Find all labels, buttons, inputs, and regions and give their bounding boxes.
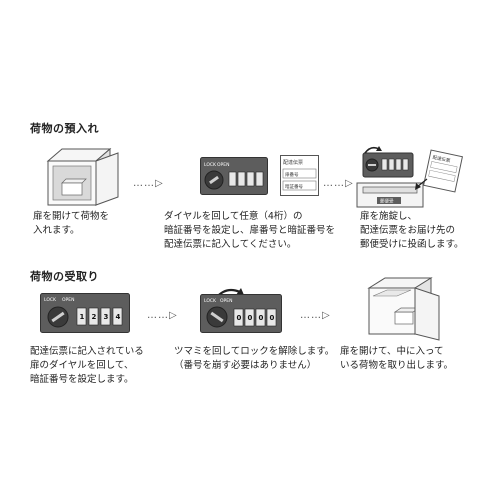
lock-label: LOCK (44, 297, 57, 303)
deposit-step2-caption: ダイヤルを回して任意（4桁）の 暗証番号を設定し、扉番号と暗証番号を 配達伝票に… (164, 211, 336, 250)
mail-slot-label: 郵便受 (380, 198, 394, 205)
open-box-retrieve-illustration (367, 277, 440, 341)
delivery-slip-illustration: 配達伝票 扉番号 暗証番号 (280, 155, 319, 196)
arrow-connector: ……▷ (147, 310, 178, 321)
pickup-step3-caption: 扉を開けて、中に入って いる荷物を取り出します。 (340, 346, 454, 371)
dial-lock-set-illustration: LOCK OPEN 1 2 3 4 (40, 293, 130, 333)
slip-title: 配達伝票 (283, 159, 303, 166)
package-icon (394, 311, 414, 325)
open-label: OPEN (62, 297, 74, 303)
package-icon (61, 178, 87, 184)
door-open-icon (414, 287, 440, 341)
open-label: OPEN (217, 162, 229, 168)
dial-lock-unlock-illustration: LOCK OPEN 0 0 0 0 (200, 288, 282, 333)
arrow-connector: ……▷ (323, 178, 354, 189)
pickup-step1-caption: 配達伝票に記入されている 扉のダイヤルを回して、 暗証番号を設定します。 (30, 346, 144, 385)
slip-door-label: 扉番号 (285, 171, 299, 178)
arrow-connector: ……▷ (300, 310, 331, 321)
dial-digit-2: 2 (92, 313, 97, 321)
open-box-illustration (46, 147, 119, 206)
deposit-step1-caption: 扉を開けて荷物を 入れます。 (33, 211, 110, 236)
door-open-icon (95, 152, 119, 206)
dial-digit-2: 0 (248, 314, 253, 322)
deposit-heading: 荷物の預入れ (30, 122, 99, 135)
dial-lock-illustration: LOCK OPEN (200, 157, 268, 195)
slip-code-label: 暗証番号 (285, 183, 303, 190)
dial-digit-1: 0 (237, 314, 242, 322)
dial-digit-1: 1 (80, 313, 85, 321)
insert-arrow-icon (415, 183, 421, 190)
slip-title: 配達伝票 (432, 154, 452, 165)
mailbox-illustration: 郵便受 配達伝票 (356, 146, 463, 208)
pickup-heading: 荷物の受取り (30, 270, 99, 283)
dial-digit-3: 3 (104, 313, 109, 321)
dial-digit-4: 0 (270, 314, 275, 322)
arrow-connector: ……▷ (133, 178, 164, 189)
lock-label: LOCK (204, 298, 217, 304)
lock-label: LOCK (204, 162, 217, 168)
dial-digit-4: 4 (116, 313, 121, 321)
pickup-step2-caption: ツマミを回してロックを解除します。 （番号を崩す必要はありません） (174, 346, 335, 371)
open-label: OPEN (220, 298, 232, 304)
mail-slot (362, 186, 418, 194)
deposit-step3-caption: 扉を施錠し、 配達伝票をお届け先の 郵便受けに投函します。 (360, 211, 464, 250)
dial-digit-3: 0 (259, 314, 264, 322)
